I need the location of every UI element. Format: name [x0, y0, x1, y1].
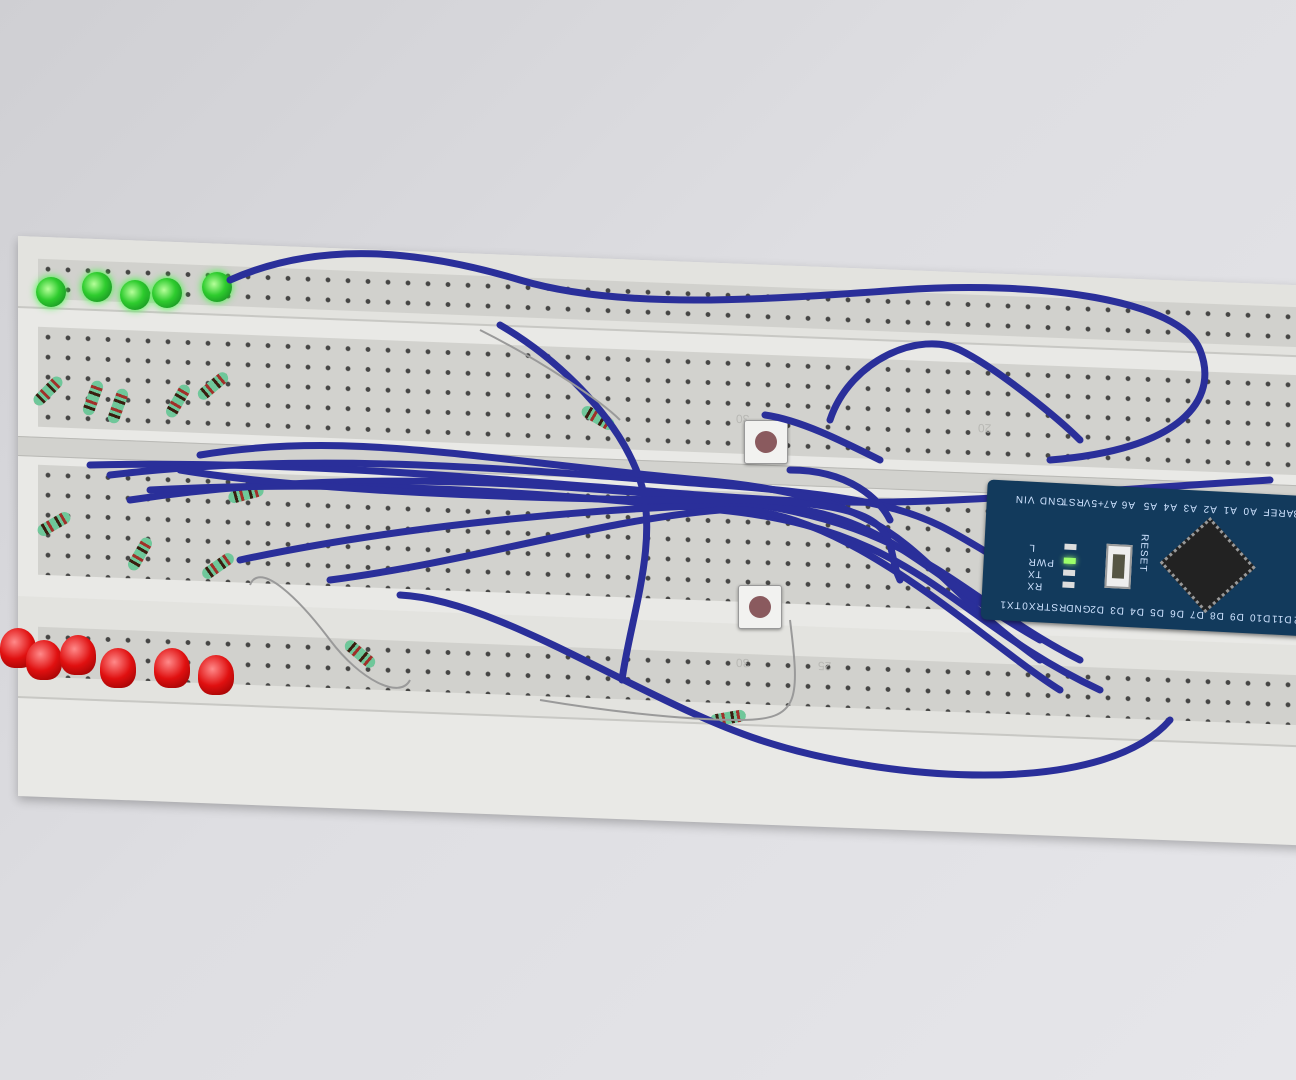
- led-label: RX: [1026, 579, 1043, 592]
- pin-label: A0: [1242, 504, 1258, 517]
- pin-label: A1: [1222, 503, 1238, 516]
- pin-label: GND: [1065, 601, 1091, 615]
- pin-label: RST: [1043, 600, 1067, 613]
- red-led: [198, 655, 234, 695]
- pin-label: A5: [1142, 499, 1158, 512]
- microcontroller-chip: [1159, 517, 1256, 614]
- pin-label: D3: [1108, 603, 1125, 616]
- led-label: PWR: [1027, 555, 1055, 569]
- pin-label: 3V3: [1292, 507, 1296, 520]
- pin-label: D6: [1168, 607, 1185, 619]
- pin-label: +5V: [1082, 496, 1105, 509]
- led-label: L: [1028, 541, 1036, 554]
- led-label: TX: [1026, 567, 1043, 580]
- pin-label: D10: [1248, 611, 1271, 624]
- green-led: [152, 278, 182, 308]
- pin-label: D9: [1228, 610, 1245, 623]
- pin-label: A4: [1162, 500, 1178, 513]
- arduino-nano-board: RESET VIN GND RST +5V A7 A6 A5 A4 A3 A2 …: [980, 479, 1296, 637]
- red-led: [154, 648, 190, 688]
- status-led-rx: [1062, 581, 1075, 589]
- pin-label: A3: [1182, 501, 1198, 514]
- push-button[interactable]: [738, 585, 782, 629]
- pin-label: A2: [1202, 502, 1218, 515]
- status-led-l: [1064, 543, 1077, 551]
- pin-label: D2: [1088, 602, 1105, 615]
- pin-label: D7: [1188, 608, 1205, 620]
- pin-label: D4: [1128, 605, 1145, 617]
- pin-label: D8: [1208, 609, 1225, 621]
- reset-button[interactable]: [1104, 543, 1133, 590]
- status-led-pwr: [1063, 557, 1076, 565]
- pin-label: D5: [1148, 606, 1165, 618]
- status-led-tx: [1062, 569, 1076, 577]
- red-led: [26, 640, 62, 680]
- pin-label: RST: [1060, 495, 1085, 508]
- red-led: [100, 648, 136, 688]
- push-button[interactable]: [744, 420, 788, 464]
- pin-label: AREF: [1262, 505, 1294, 519]
- green-led: [82, 272, 112, 302]
- pin-label: A7: [1102, 497, 1118, 510]
- pin-label: D11: [1270, 612, 1292, 625]
- green-led: [120, 280, 150, 310]
- reset-label: RESET: [1136, 533, 1150, 573]
- pin-label: A6: [1120, 498, 1136, 511]
- pin-label: RX0: [1021, 599, 1045, 612]
- pin-label: VIN: [1014, 492, 1035, 505]
- green-led: [36, 277, 66, 307]
- green-led: [202, 272, 232, 302]
- red-led: [60, 635, 96, 675]
- pin-label: TX1: [999, 598, 1022, 611]
